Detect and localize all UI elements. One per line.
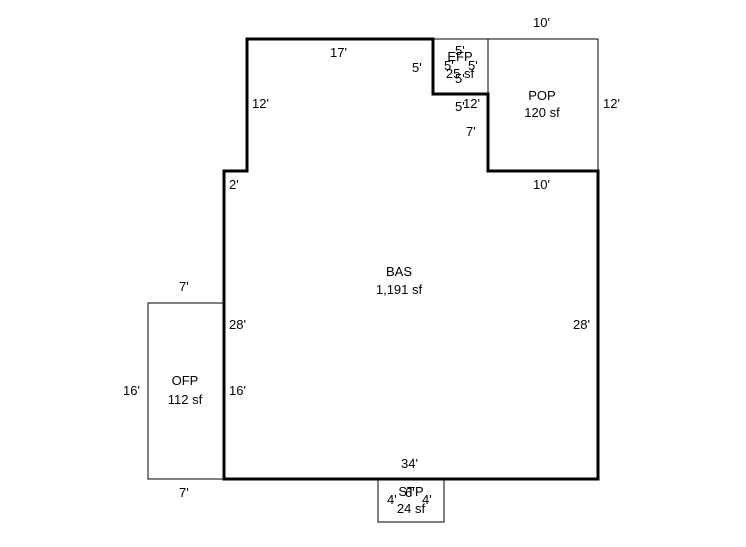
dim-bas-notch-mid: 12' (463, 96, 480, 111)
ofp-code: OFP (172, 373, 199, 388)
dim-efp-top: 5' (455, 43, 465, 58)
dim-bas-left: 28' (229, 317, 246, 332)
dim-ofp-left: 16' (123, 383, 140, 398)
dim-efp-left: 5' (412, 60, 422, 75)
dim-bas-bottom: 34' (401, 456, 418, 471)
dim-bas-upper-left: 12' (252, 96, 269, 111)
bas-area: 1,191 sf (376, 282, 423, 297)
dim-ofp-bottom: 7' (179, 485, 189, 500)
dim-stp-right: 4' (422, 492, 432, 507)
dim-stp-top: 6' (405, 485, 415, 500)
dim-stp-left: 4' (387, 492, 397, 507)
bas-outline (222, 37, 600, 481)
ofp-area: 112 sf (168, 392, 203, 407)
stp-code: STP (398, 484, 423, 499)
efp-code: EFP (447, 49, 472, 64)
dim-pop-right: 12' (603, 96, 620, 111)
dim-efp-right: 5' (468, 58, 478, 73)
dim-efp-bottom: 5' (455, 71, 465, 86)
dim-bas-step: 2' (229, 177, 239, 192)
dim-bas-notch-right: 10' (533, 177, 550, 192)
pop-code: POP (528, 88, 555, 103)
dim-pop-top: 10' (533, 15, 550, 30)
dim-bas-notch-left: 7' (466, 124, 476, 139)
dim-bas-top: 17' (330, 45, 347, 60)
dim-ofp-right: 16' (229, 383, 246, 398)
stp-area: 24 sf (397, 501, 426, 516)
pop-area: 120 sf (524, 105, 560, 120)
dim-efp-bottom-left: 5' (455, 99, 465, 114)
bas-code: BAS (386, 264, 412, 279)
dim-ofp-top: 7' (179, 279, 189, 294)
dim-bas-right: 28' (573, 317, 590, 332)
efp-area: 25 sf (446, 66, 475, 81)
dim-efp-inner-left: 5' (444, 58, 454, 73)
